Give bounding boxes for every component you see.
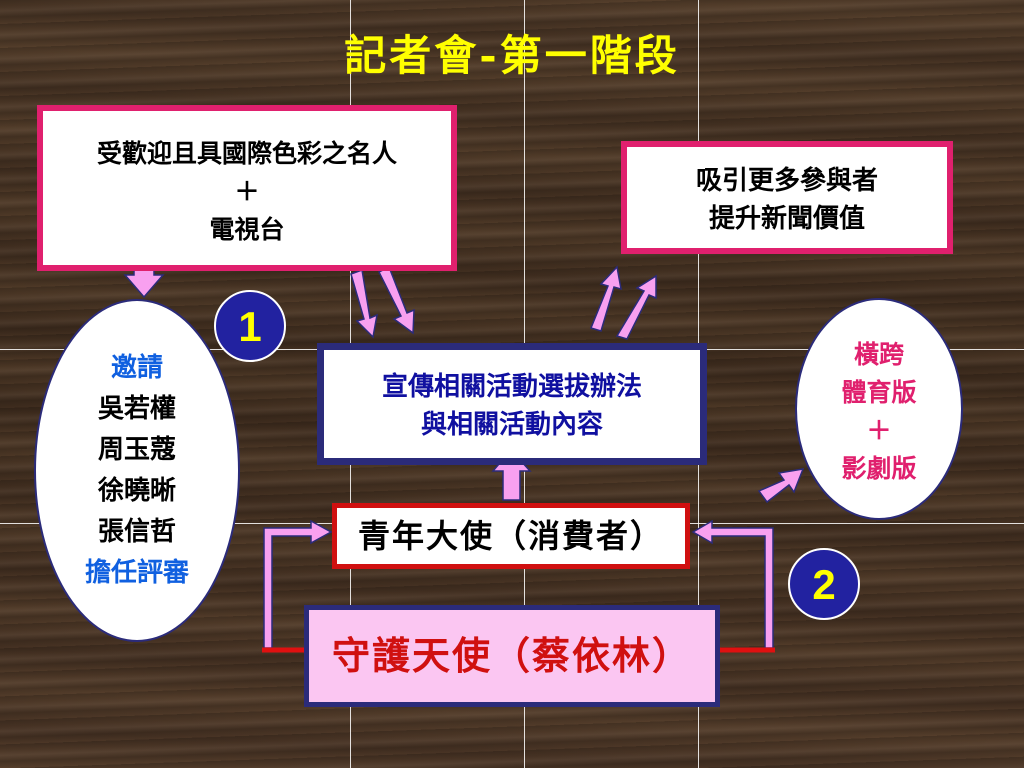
arrow-celebs-to-promote-2 — [377, 265, 415, 335]
arrow-celebs-to-promote-1 — [350, 268, 378, 339]
attract-line: 吸引更多參與者 — [695, 166, 878, 196]
judge-name: 吳若權 — [97, 394, 176, 424]
guardian-angel-box: 守護天使（蔡依林） — [304, 605, 720, 707]
arrow-promote-to-attract-1 — [589, 265, 622, 332]
judge-name: 周玉蔻 — [97, 435, 176, 465]
arrow-promote-to-attract-2 — [615, 274, 657, 340]
step-badge-1: 1 — [214, 290, 286, 362]
judges-ellipse: 邀請 吳若權 周玉蔻 徐曉晰 張信哲 擔任評審 — [34, 299, 240, 642]
arrow-to-sections — [757, 468, 805, 504]
tv-station-line: 電視台 — [209, 215, 285, 244]
entertainment-section-line: 影劇版 — [841, 454, 917, 483]
page-title: 記者會-第一階段 — [344, 31, 680, 80]
invite-heading: 邀請 — [110, 353, 163, 383]
plus-sign: ＋ — [234, 177, 260, 206]
judges-footer: 擔任評審 — [84, 558, 189, 588]
attract-participants-box: 吸引更多參與者 提升新聞價值 — [621, 141, 953, 254]
content-line: 與相關活動內容 — [420, 410, 603, 440]
step-badge-2: 2 — [788, 548, 860, 620]
celebrities-tv-box: 受歡迎且具國際色彩之名人 ＋ 電視台 — [37, 105, 457, 271]
judge-name: 徐曉晰 — [97, 476, 176, 506]
youth-ambassador-box: 青年大使（消費者） — [332, 503, 690, 569]
news-sections-ellipse: 橫跨 體育版 ＋ 影劇版 — [795, 298, 963, 520]
judge-name: 張信哲 — [97, 517, 176, 547]
celebrities-line: 受歡迎且具國際色彩之名人 — [96, 139, 397, 168]
promote-line: 宣傳相關活動選拔辦法 — [381, 372, 642, 402]
news-value-line: 提升新聞價值 — [708, 204, 865, 234]
sports-section-line: 體育版 — [841, 378, 917, 407]
plus-sign: ＋ — [866, 416, 892, 445]
span-line: 橫跨 — [853, 340, 904, 369]
promote-activity-box: 宣傳相關活動選拔辦法 與相關活動內容 — [317, 343, 707, 465]
